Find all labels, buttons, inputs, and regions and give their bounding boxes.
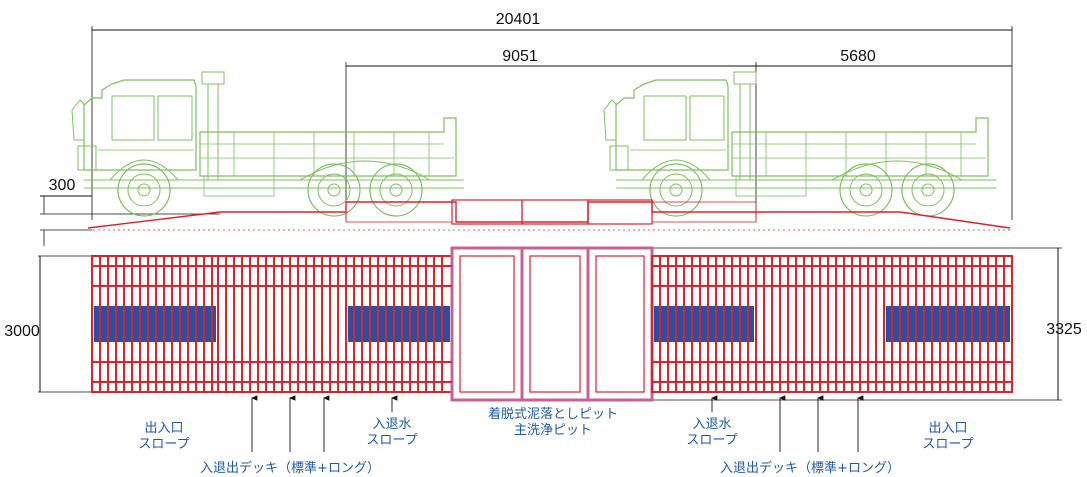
plan-entry-ramp-right	[883, 255, 1013, 393]
label-deck-left: 入退出デッキ（標準+ロング）	[200, 460, 380, 476]
label-water-ramp-right-1: 入退水	[692, 417, 731, 432]
dimension-width-right-label: 3325	[1046, 321, 1082, 338]
dimension-width-left-label: 3000	[4, 323, 40, 340]
truck-right	[603, 71, 997, 217]
dimension-overall-label: 20401	[496, 11, 541, 28]
plan-water-ramp-left	[345, 255, 453, 393]
dimension-width-left: 3000	[4, 255, 92, 393]
plan-pit	[450, 246, 654, 402]
plan-entry-ramp-left	[91, 255, 219, 393]
truck-left	[71, 71, 465, 217]
plan-deck-left	[217, 255, 347, 393]
label-entry-ramp-left-1: 出入口	[144, 421, 183, 436]
dimension-right: 5680	[756, 48, 1012, 67]
plan-water-ramp-right	[651, 255, 757, 393]
dimension-overall: 20401	[91, 11, 1013, 220]
dimension-inner: 9051	[345, 48, 757, 220]
label-water-ramp-left-2: スロープ	[366, 433, 417, 448]
label-pit-2: 主洗浄ピット	[514, 423, 592, 438]
dimension-ramp-height-label: 300	[49, 177, 76, 194]
label-water-ramp-right-2: スロープ	[686, 433, 737, 448]
dimension-right-label: 5680	[840, 48, 876, 65]
leader-arrows	[251, 395, 864, 452]
dimension-width-right: 3325	[652, 247, 1082, 401]
label-pit-1: 着脱式泥落としピット	[488, 406, 618, 422]
dimension-inner-label: 9051	[502, 48, 538, 65]
label-deck-right: 入退出デッキ（標準+ロング）	[720, 460, 900, 476]
label-water-ramp-left-1: 入退水	[372, 417, 411, 432]
side-deck-profile	[87, 199, 1012, 231]
dimension-ramp-height: 300	[40, 177, 220, 246]
plan-view	[91, 246, 1013, 402]
plan-deck-right	[755, 255, 885, 393]
label-entry-ramp-right-1: 出入口	[928, 421, 967, 436]
label-entry-ramp-left-2: スロープ	[138, 437, 189, 452]
label-entry-ramp-right-2: スロープ	[922, 437, 973, 452]
